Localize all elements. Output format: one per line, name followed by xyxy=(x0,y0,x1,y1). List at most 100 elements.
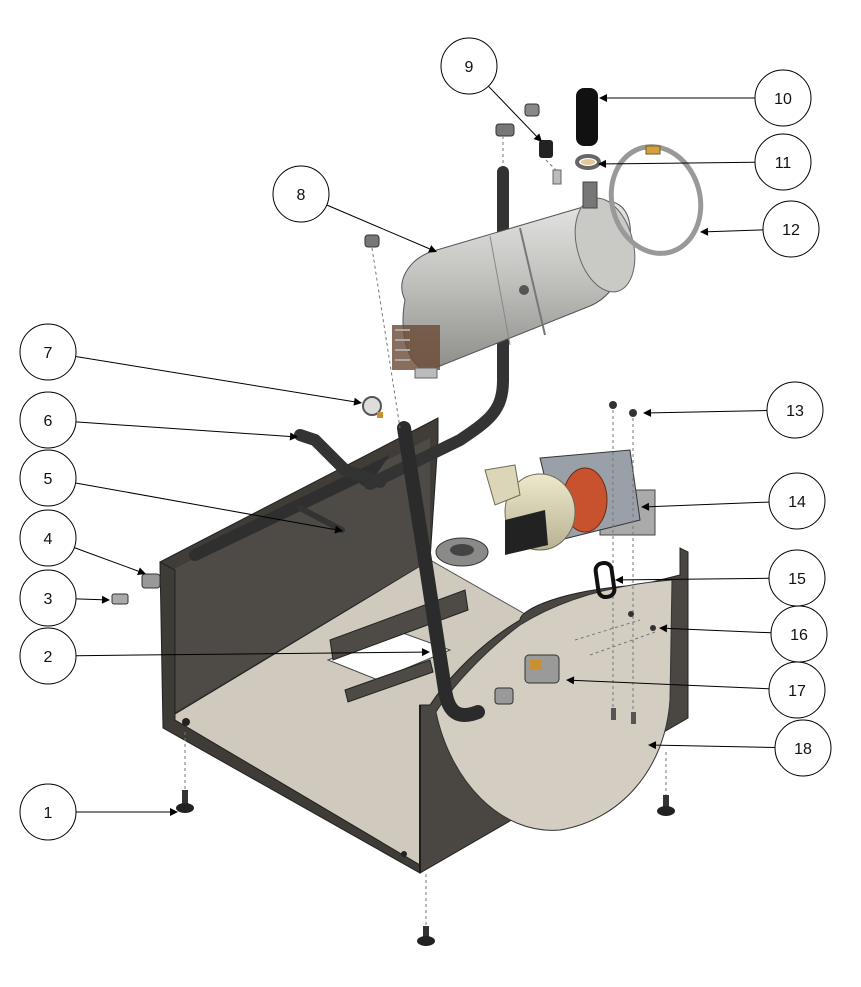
callout-2: 2 xyxy=(19,627,430,685)
callout-circle xyxy=(272,165,330,223)
callout-17: 17 xyxy=(566,661,826,719)
foot-left xyxy=(176,790,194,813)
callout-number: 4 xyxy=(44,531,53,548)
callout-arrowhead xyxy=(659,624,668,633)
back-wall-face xyxy=(172,438,430,712)
callout-arrowhead xyxy=(170,808,178,816)
callout-leader xyxy=(648,501,770,508)
callout-circle xyxy=(19,391,77,449)
callout-11: 11 xyxy=(598,133,812,191)
callout-arrowhead xyxy=(101,595,110,604)
hose-fitting xyxy=(111,573,161,605)
pressure-gauge xyxy=(362,396,383,418)
callout-circle xyxy=(19,449,77,507)
callout-16: 16 xyxy=(659,605,828,663)
callout-leader xyxy=(622,577,770,581)
callout-number: 12 xyxy=(782,222,800,239)
callout-circle xyxy=(762,200,820,258)
foot-right xyxy=(657,795,675,816)
top-fittings xyxy=(364,88,704,429)
callout-arrowhead xyxy=(289,432,298,441)
drain-hose xyxy=(397,421,485,722)
solenoid-valve xyxy=(494,654,560,705)
callout-14: 14 xyxy=(641,472,826,530)
callout-leader xyxy=(75,421,291,437)
foot-front xyxy=(417,926,435,946)
callout-leader xyxy=(666,627,772,634)
gasket xyxy=(593,560,617,600)
callout-number: 8 xyxy=(297,187,306,204)
callout-arrowhead xyxy=(598,159,607,168)
floor-bracket-2 xyxy=(344,659,434,703)
callout-number: 18 xyxy=(794,741,812,758)
callout-circle xyxy=(19,569,77,627)
callout-arrowhead xyxy=(648,741,657,750)
callout-leader xyxy=(75,598,103,601)
callout-arrowhead xyxy=(599,94,607,102)
callout-number: 2 xyxy=(44,649,53,666)
valve-cap xyxy=(539,140,553,158)
callout-circle xyxy=(440,37,498,95)
callout-10: 10 xyxy=(599,69,812,127)
callout-number: 1 xyxy=(44,805,53,822)
booster-tank xyxy=(392,169,636,379)
callout-number: 6 xyxy=(44,413,53,430)
callout-leader xyxy=(650,410,768,414)
callout-arrowhead xyxy=(353,397,362,406)
callout-leader xyxy=(707,229,764,233)
callout-circle xyxy=(754,133,812,191)
callout-12: 12 xyxy=(700,200,820,258)
callout-circle xyxy=(19,627,77,685)
callout-arrowhead xyxy=(421,648,430,657)
callout-circle xyxy=(754,69,812,127)
callout-leader xyxy=(75,355,355,403)
callout-number: 7 xyxy=(44,345,53,362)
callout-circle xyxy=(19,323,77,381)
vertical-hose xyxy=(364,166,509,490)
tank-strap xyxy=(608,144,704,256)
pump-motor xyxy=(435,449,656,567)
callout-number: 16 xyxy=(790,627,808,644)
callout-number: 9 xyxy=(465,59,474,76)
callout-number: 13 xyxy=(786,403,804,420)
callout-13: 13 xyxy=(643,381,824,439)
callout-number: 15 xyxy=(788,571,806,588)
callout-leader xyxy=(74,547,139,572)
callout-9: 9 xyxy=(440,37,542,142)
callout-arrowhead xyxy=(643,408,652,417)
callout-leader xyxy=(75,482,336,531)
callout-leader xyxy=(75,651,423,657)
callout-arrowhead xyxy=(700,227,709,236)
callout-6: 6 xyxy=(19,391,298,449)
leveling-feet xyxy=(176,732,675,946)
callout-leader xyxy=(573,679,770,690)
wall-cutout xyxy=(435,579,673,831)
callout-number: 3 xyxy=(44,591,53,608)
callout-1: 1 xyxy=(19,783,178,841)
callout-arrowhead xyxy=(615,575,624,584)
callout-arrowhead xyxy=(137,567,146,575)
callout-circle xyxy=(774,719,832,777)
callout-8: 8 xyxy=(272,165,437,253)
callout-number: 10 xyxy=(774,91,792,108)
callout-number: 11 xyxy=(775,155,792,172)
callout-5: 5 xyxy=(19,449,343,534)
heater-element xyxy=(392,325,440,370)
callout-circle xyxy=(768,661,826,719)
hoses xyxy=(189,166,509,722)
callout-7: 7 xyxy=(19,323,362,406)
hose-top-clip xyxy=(495,123,515,137)
callout-number: 14 xyxy=(788,494,806,511)
callout-arrowhead xyxy=(566,676,575,685)
callout-circle xyxy=(768,472,826,530)
hose-clamp-small xyxy=(575,154,601,170)
callout-arrowhead xyxy=(641,502,650,511)
callout-4: 4 xyxy=(19,509,146,575)
callout-arrowhead xyxy=(428,245,437,253)
callout-circle xyxy=(19,509,77,567)
callout-leader xyxy=(488,85,537,137)
callout-leader xyxy=(326,204,430,250)
